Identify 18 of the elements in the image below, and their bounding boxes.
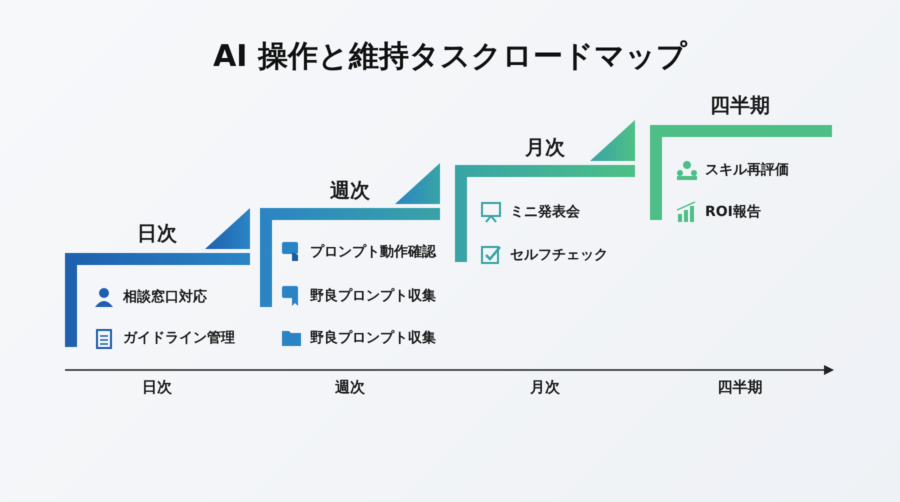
task-label: 野良プロンプト収集	[310, 287, 436, 305]
title: AI 操作と維持タスクロードマップ	[212, 38, 688, 76]
axis-label: 月次	[530, 378, 560, 397]
task-label: 野良プロンプト収集	[310, 329, 436, 347]
axis-label: 四半期	[718, 378, 762, 397]
task-label: ミニ発表会	[510, 203, 580, 221]
task-label: セルフチェック	[510, 246, 608, 264]
axis-label: 日次	[142, 378, 172, 397]
task-label: スキル再評価	[705, 161, 789, 179]
step-heading: 週次	[330, 177, 370, 204]
step-heading: 月次	[525, 134, 565, 161]
axis-label: 週次	[335, 378, 365, 397]
step-heading: 四半期	[710, 92, 770, 119]
step-heading: 日次	[137, 220, 177, 247]
task-label: ガイドライン管理	[123, 329, 235, 347]
task-label: ROI報告	[705, 203, 761, 221]
task-label: 相談窓口対応	[123, 288, 207, 306]
task-label: プロンプト動作確認	[310, 243, 436, 261]
